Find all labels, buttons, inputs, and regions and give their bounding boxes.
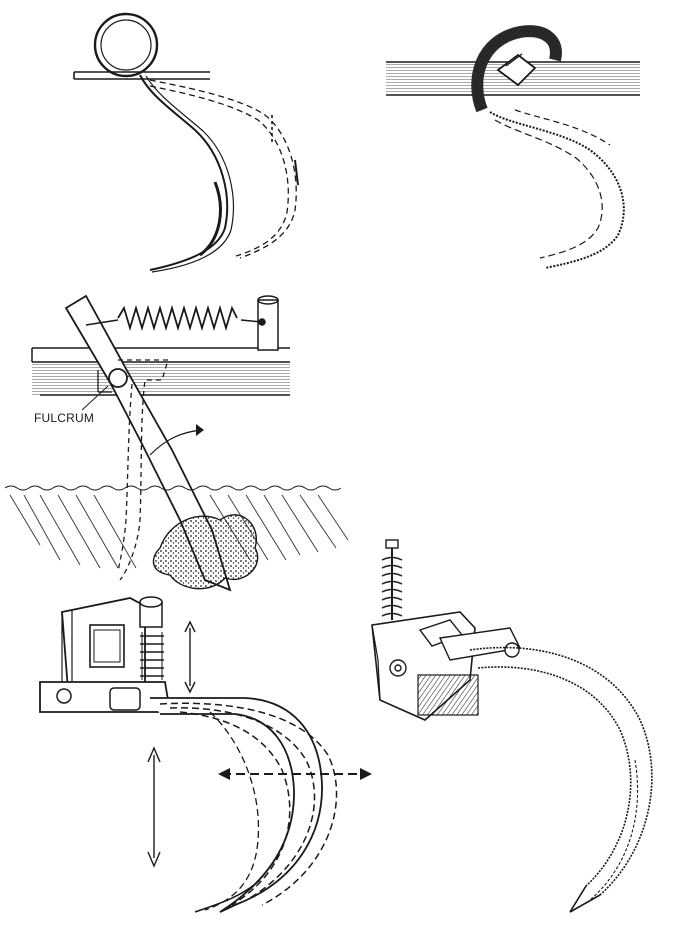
displaced-shank-dashed [118, 359, 169, 581]
coil-spring [93, 12, 159, 78]
vibrating-shank [150, 697, 323, 913]
tension-spring [117, 304, 238, 332]
soil-clod [152, 514, 259, 590]
compression-spring [381, 556, 403, 617]
fulcrum-label: FULCRUM [34, 411, 94, 425]
coil-spring [140, 635, 164, 677]
figure-coil-spring-tooth [73, 12, 299, 273]
shank-position-dashed-3 [179, 711, 291, 906]
figure-lever-fulcrum-shank [4, 294, 349, 592]
shank-position-dashed-2 [169, 707, 316, 899]
post [257, 299, 279, 351]
figure-vibrating-shank [39, 596, 372, 913]
shank-position-dashed-1 [159, 702, 338, 906]
fulcrum-leader [81, 385, 109, 411]
figure-clamped-spring-shank [386, 25, 640, 269]
soil-hatching [9, 494, 349, 569]
figure-spring-cushioned-shank [371, 539, 653, 913]
clamp-block [496, 53, 537, 87]
spring-shank [489, 111, 625, 269]
fulcrum-pivot [108, 368, 128, 388]
spring-tooth [139, 74, 229, 271]
soil-surface [4, 485, 342, 491]
cushioned-shank [469, 646, 653, 896]
deflected-tooth-dashed [149, 79, 297, 259]
